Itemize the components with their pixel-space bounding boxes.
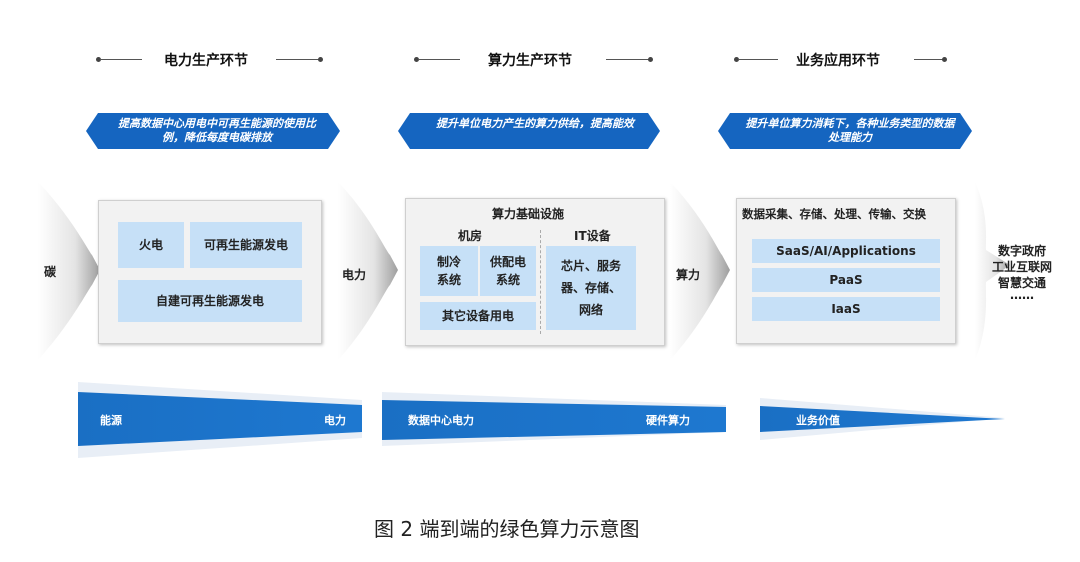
it-label: IT设备 — [574, 229, 611, 243]
banner-power: 提高数据中心用电中可再生能源的使用比例，降低每度电碳排放 — [118, 117, 316, 144]
flow-arrow-compute — [670, 182, 730, 360]
bar2 — [382, 400, 726, 440]
compute-title: 算力基础设施 — [492, 207, 565, 221]
cell-it-hardware: 芯片、服务 器、存储、 网络 — [546, 246, 636, 330]
bar3-left-label: 业务价值 — [796, 414, 840, 427]
flow-arrow-carbon — [38, 182, 100, 360]
output-smart-transport: 智慧交通 — [997, 276, 1047, 290]
output-ellipsis: …… — [1010, 288, 1034, 302]
banner-shape-compute — [398, 113, 660, 149]
bar1-right-label: 电力 — [324, 414, 346, 427]
header-compute: 算力生产环节 — [488, 53, 572, 69]
bar2-right-label: 硬件算力 — [646, 414, 690, 427]
header-dot — [96, 57, 101, 62]
header-line — [606, 59, 650, 60]
header-line — [914, 59, 944, 60]
header-dot — [942, 57, 947, 62]
bar1 — [78, 392, 362, 446]
cell-renewable-power: 可再生能源发电 — [190, 222, 302, 268]
cell-thermal-power: 火电 — [118, 222, 184, 268]
header-power: 电力生产环节 — [164, 53, 248, 69]
cell-paas: PaaS — [752, 268, 940, 292]
banner-shape-power — [86, 113, 340, 149]
banner-compute: 提升单位电力产生的算力供给，提高能效 — [436, 117, 634, 130]
cell-cooling-system: 制冷 系统 — [420, 246, 478, 296]
header-dot — [648, 57, 653, 62]
output-digital-gov: 数字政府 — [997, 244, 1047, 258]
header-dot — [318, 57, 323, 62]
cell-iaas: IaaS — [752, 297, 940, 321]
header-line — [738, 59, 778, 60]
divider — [540, 230, 541, 334]
banner-shape-business — [718, 113, 972, 149]
header-dot — [734, 57, 739, 62]
flow-arrow-power — [338, 182, 398, 360]
cell-self-built-renewable: 自建可再生能源发电 — [118, 280, 302, 322]
header-dot — [414, 57, 419, 62]
room-label: 机房 — [458, 229, 483, 243]
cell-power-distribution: 供配电 系统 — [480, 246, 536, 296]
figure-caption: 图 2 端到端的绿色算力示意图 — [374, 517, 640, 541]
banner-business: 提升单位算力消耗下，各种业务类型的数据处理能力 — [745, 117, 955, 144]
flow-arrow-output — [975, 182, 1010, 360]
header-line — [418, 59, 460, 60]
bar3 — [760, 406, 1005, 432]
flow-label-compute: 算力 — [676, 268, 701, 282]
cell-other-equipment: 其它设备用电 — [420, 302, 536, 330]
bar2-left-label: 数据中心电力 — [408, 414, 474, 427]
flow-label-power: 电力 — [342, 268, 367, 282]
header-business: 业务应用环节 — [796, 53, 880, 69]
header-line — [100, 59, 142, 60]
header-line — [276, 59, 320, 60]
cell-saas: SaaS/AI/Applications — [752, 239, 940, 263]
output-industrial-internet: 工业互联网 — [991, 260, 1053, 274]
bar1-left-label: 能源 — [100, 414, 122, 427]
flow-label-carbon: 碳 — [44, 265, 57, 279]
business-title: 数据采集、存储、处理、传输、交换 — [742, 207, 926, 221]
